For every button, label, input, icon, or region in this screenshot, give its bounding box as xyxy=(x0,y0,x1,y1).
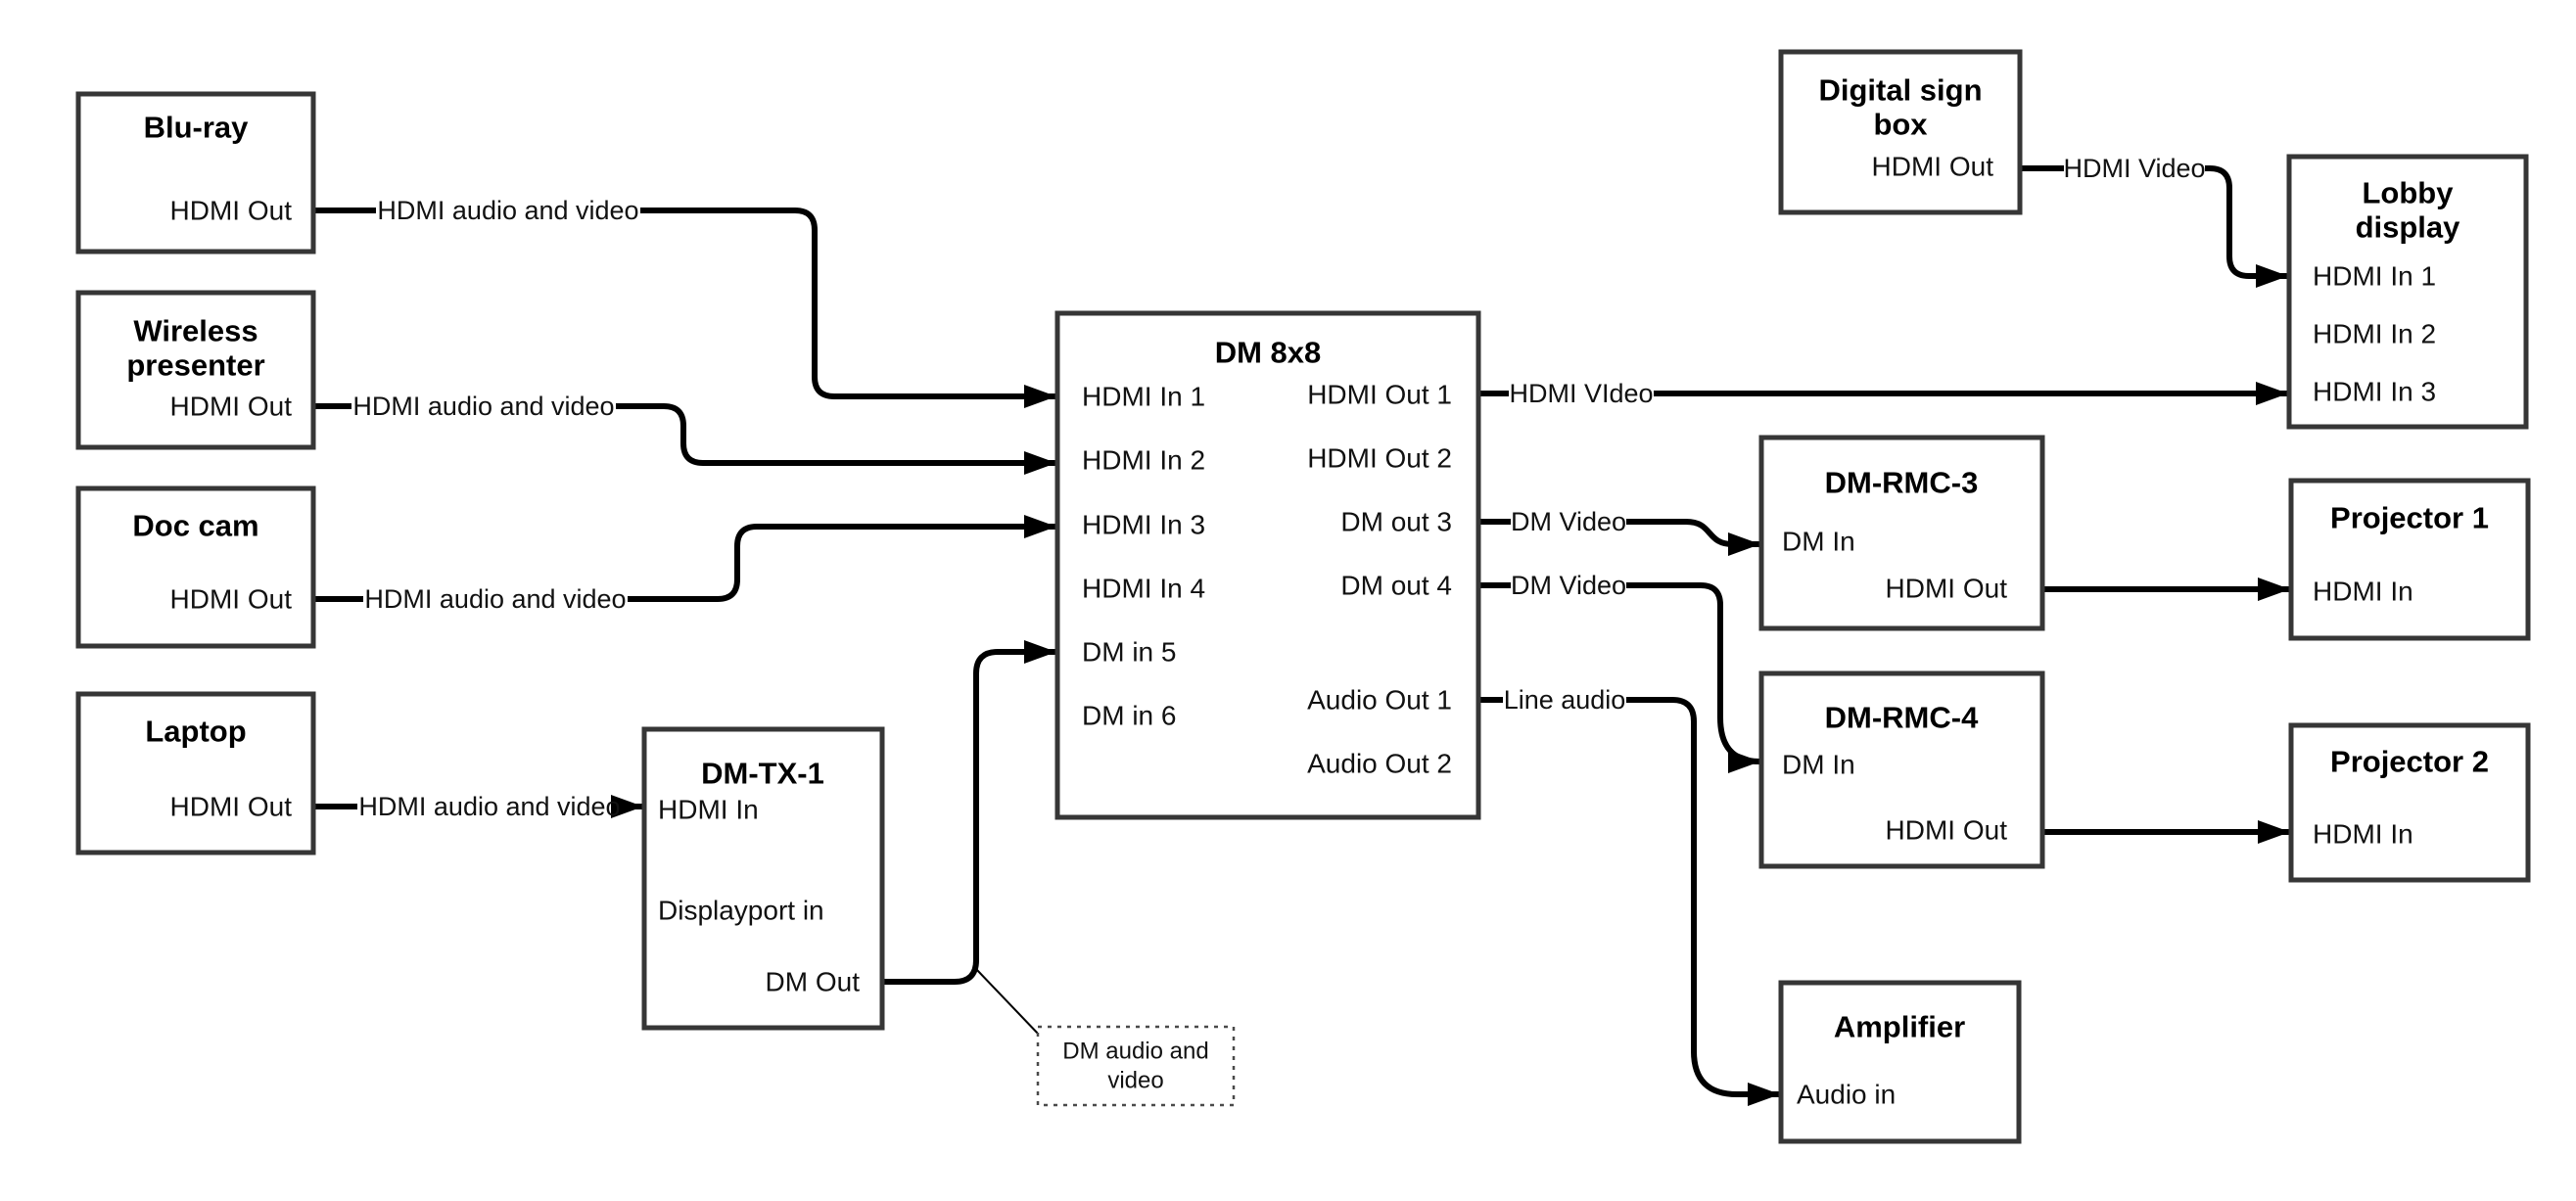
annotation-dm-audio-video: DM audio and video xyxy=(975,968,1236,1107)
lobby-display-title-line1: Lobby xyxy=(2363,176,2455,210)
dm-8x8-box xyxy=(1054,310,1481,820)
dm-rmc-3-title: DM-RMC-3 xyxy=(1825,466,1979,500)
laptop-box xyxy=(75,691,316,855)
cable-label-hdmi-video-out1: HDMI VIdeo xyxy=(1509,379,1653,408)
node-blu-ray: Blu-ray HDMI Out xyxy=(75,91,316,254)
node-lobby-display: Lobby display HDMI In 1 HDMI In 2 HDMI I… xyxy=(2286,154,2529,430)
laptop-port-hdmi-out: HDMI Out xyxy=(170,792,293,822)
node-projector-1: Projector 1 HDMI In xyxy=(2288,478,2531,641)
cable-bluray-to-dm8x8-hdmi-in-1 xyxy=(640,208,1056,408)
laptop-title: Laptop xyxy=(145,715,246,749)
cable-dm8x8-dm-out3-to-dmrmc3-dm-in xyxy=(1626,519,1760,556)
wireless-presenter-port-hdmi-out: HDMI Out xyxy=(170,392,293,422)
dm-rmc-3-port-hdmi-out: HDMI Out xyxy=(1886,574,2008,604)
wireless-presenter-title-line1: Wireless xyxy=(133,314,258,348)
node-laptop: Laptop HDMI Out xyxy=(75,691,316,855)
wireless-presenter-title-line2: presenter xyxy=(126,348,264,383)
blu-ray-port-hdmi-out: HDMI Out xyxy=(170,196,293,226)
dm-rmc-4-title: DM-RMC-4 xyxy=(1825,701,1979,735)
cable-label-laptop-hdmi-av: HDMI audio and video xyxy=(358,792,620,821)
amplifier-port-audio-in: Audio in xyxy=(1797,1080,1896,1110)
dm-tx-1-title: DM-TX-1 xyxy=(701,757,824,791)
dm-8x8-port-audio-out-1: Audio Out 1 xyxy=(1307,685,1452,716)
dm-8x8-port-dm-out-4: DM out 4 xyxy=(1340,571,1452,601)
node-dm-tx-1: DM-TX-1 HDMI In Displayport in DM Out xyxy=(641,726,885,1031)
node-dm-rmc-4: DM-RMC-4 DM In HDMI Out xyxy=(1758,670,2045,869)
dm-tx-1-port-hdmi-in: HDMI In xyxy=(658,795,759,825)
lobby-display-title-line2: display xyxy=(2356,210,2461,245)
node-doc-cam: Doc cam HDMI Out xyxy=(75,485,316,649)
node-projector-2: Projector 2 HDMI In xyxy=(2288,722,2531,883)
amplifier-box xyxy=(1778,980,2022,1144)
projector-2-title: Projector 2 xyxy=(2330,745,2489,779)
cable-labels: HDMI audio and video HDMI audio and vide… xyxy=(352,154,2205,821)
dm-8x8-port-hdmi-in-3: HDMI In 3 xyxy=(1082,510,1205,540)
amplifier-title: Amplifier xyxy=(1834,1010,1965,1044)
projector-2-port-hdmi-in: HDMI In xyxy=(2313,819,2413,850)
digital-sign-box xyxy=(1778,49,2023,215)
dm-8x8-port-hdmi-in-2: HDMI In 2 xyxy=(1082,445,1205,476)
node-wireless-presenter: Wireless presenter HDMI Out xyxy=(75,290,316,450)
dm-8x8-port-dm-in-6: DM in 6 xyxy=(1082,701,1176,731)
lobby-display-port-hdmi-in-3: HDMI In 3 xyxy=(2313,377,2436,407)
projector-1-port-hdmi-in: HDMI In xyxy=(2313,577,2413,607)
projector-1-title: Projector 1 xyxy=(2330,501,2489,535)
dm-8x8-port-hdmi-out-1: HDMI Out 1 xyxy=(1307,380,1452,410)
cable-label-line-audio: Line audio xyxy=(1504,685,1626,715)
digital-sign-title-line2: box xyxy=(1873,108,1928,142)
cable-label-digitalsign-hdmi-video: HDMI Video xyxy=(2063,154,2205,183)
dm-tx-1-port-dm-out: DM Out xyxy=(766,967,861,997)
cable-doccam-to-dm8x8-hdmi-in-3 xyxy=(628,515,1056,602)
dm-8x8-port-hdmi-out-2: HDMI Out 2 xyxy=(1307,443,1452,474)
cable-wireless-to-dm8x8-hdmi-in-2 xyxy=(616,403,1056,475)
cable-label-wireless-hdmi-av: HDMI audio and video xyxy=(352,392,614,421)
lobby-display-port-hdmi-in-2: HDMI In 2 xyxy=(2313,319,2436,349)
cable-label-dm-video-out3: DM Video xyxy=(1511,507,1626,536)
blu-ray-title: Blu-ray xyxy=(144,111,250,145)
wireless-presenter-box xyxy=(75,290,316,450)
node-dm-8x8: DM 8x8 HDMI In 1 HDMI In 2 HDMI In 3 HDM… xyxy=(1054,310,1481,820)
dm-8x8-port-dm-out-3: DM out 3 xyxy=(1340,507,1452,537)
lobby-display-port-hdmi-in-1: HDMI In 1 xyxy=(2313,261,2436,292)
dm-8x8-port-audio-out-2: Audio Out 2 xyxy=(1307,749,1452,779)
dm-rmc-3-box xyxy=(1758,435,2045,631)
cable-dmtx1-dmout-to-dm8x8-dm-in-5 xyxy=(882,640,1056,985)
blu-ray-box xyxy=(75,91,316,254)
cable-label-dm-video-out4: DM Video xyxy=(1511,571,1626,600)
dm-8x8-port-dm-in-5: DM in 5 xyxy=(1082,637,1176,668)
annotation-leader-line xyxy=(975,968,1041,1037)
projector-2-box xyxy=(2288,722,2531,883)
node-amplifier: Amplifier Audio in xyxy=(1778,980,2022,1144)
dm-tx-1-box xyxy=(641,726,885,1031)
node-dm-rmc-3: DM-RMC-3 DM In HDMI Out xyxy=(1758,435,2045,631)
node-digital-sign-box: Digital sign box HDMI Out xyxy=(1778,49,2023,215)
projector-1-box xyxy=(2288,478,2531,641)
dm-8x8-port-hdmi-in-4: HDMI In 4 xyxy=(1082,574,1205,604)
digital-sign-port-hdmi-out: HDMI Out xyxy=(1872,152,1994,182)
doc-cam-port-hdmi-out: HDMI Out xyxy=(170,584,293,615)
dm-rmc-3-port-dm-in: DM In xyxy=(1782,527,1855,557)
dm-rmc-4-port-hdmi-out: HDMI Out xyxy=(1886,815,2008,846)
cable-digitalsign-to-lobby-hdmi-in-1 xyxy=(2205,165,2288,288)
annotation-text-line1: DM audio and xyxy=(1062,1039,1208,1065)
annotation-text-line2: video xyxy=(1107,1068,1163,1094)
cable-dm8x8-audio-out1-to-amplifier xyxy=(1626,697,1780,1106)
dm-rmc-4-port-dm-in: DM In xyxy=(1782,750,1855,780)
annotation-dashed-box xyxy=(1036,1025,1236,1107)
cable-dm8x8-dm-out4-to-dmrmc4-dm-in xyxy=(1626,582,1760,773)
dm-8x8-port-hdmi-in-1: HDMI In 1 xyxy=(1082,382,1205,412)
cables xyxy=(313,165,2290,1106)
lobby-display-box xyxy=(2286,154,2529,430)
cable-label-bluray-hdmi-av: HDMI audio and video xyxy=(377,196,638,225)
doc-cam-box xyxy=(75,485,316,649)
doc-cam-title: Doc cam xyxy=(132,509,258,543)
dm-rmc-4-box xyxy=(1758,670,2045,869)
digital-sign-title-line1: Digital sign xyxy=(1818,73,1982,108)
cable-label-doccam-hdmi-av: HDMI audio and video xyxy=(364,584,626,614)
dm-tx-1-port-displayport-in: Displayport in xyxy=(658,896,824,926)
dm-8x8-title: DM 8x8 xyxy=(1215,336,1322,370)
